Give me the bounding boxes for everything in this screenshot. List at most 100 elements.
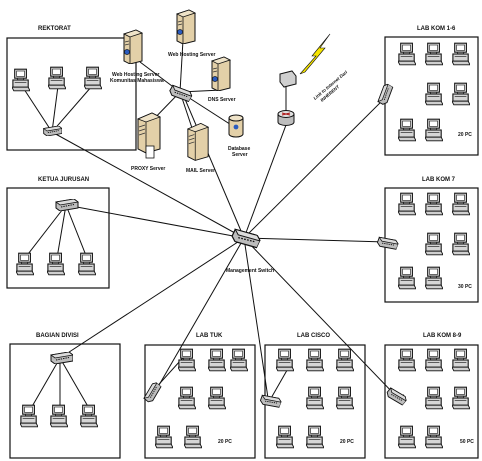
pc-icon bbox=[425, 118, 443, 142]
pc-icon bbox=[452, 348, 470, 372]
room-box-rektorat bbox=[6, 37, 137, 151]
pc-icon bbox=[84, 66, 102, 90]
server-icon-dns bbox=[211, 56, 231, 91]
link-lab-tuk bbox=[154, 237, 245, 393]
pc-icon bbox=[398, 118, 416, 142]
modem-icon bbox=[279, 70, 297, 88]
room-boxes bbox=[6, 36, 479, 459]
pc-icon bbox=[276, 348, 294, 372]
pc-icon bbox=[336, 386, 354, 410]
pc-icon bbox=[425, 386, 443, 410]
label-lab-cisco: LAB CISCO bbox=[297, 333, 330, 339]
label-web-hosting-komunitas-1: Web Hosting Server bbox=[112, 72, 159, 78]
pc-icon bbox=[452, 386, 470, 410]
pc-icon bbox=[16, 252, 34, 276]
pc-icon bbox=[276, 425, 294, 449]
pc-icon bbox=[306, 348, 324, 372]
pc-icon bbox=[425, 82, 443, 106]
link-lab-kom-1-6 bbox=[243, 97, 386, 239]
pc-icon bbox=[425, 232, 443, 256]
pc-icon bbox=[178, 386, 196, 410]
link-lab-cisco bbox=[243, 237, 269, 399]
switch-lab-kom-7 bbox=[375, 234, 400, 253]
switch-lab-cisco bbox=[258, 392, 283, 411]
room-labels: REKTORAT KETUA JURUSAN BAGIAN DIVISI LAB… bbox=[36, 26, 474, 445]
pc-icon bbox=[452, 42, 470, 66]
link-lab-kom-7 bbox=[243, 237, 389, 243]
pc-icon bbox=[48, 66, 66, 90]
workstations bbox=[12, 42, 470, 449]
room-box-bagian-divisi bbox=[9, 343, 121, 459]
pc-icon bbox=[425, 425, 443, 449]
management-switch-label: Management Switch bbox=[226, 268, 274, 274]
pc-icon bbox=[184, 425, 202, 449]
label-lab-kom-1-6: LAB KOM 1-6 bbox=[417, 26, 456, 32]
pc-count-lab-tuk: 20 PC bbox=[218, 439, 232, 445]
pc-icon bbox=[78, 252, 96, 276]
pc-icon bbox=[47, 252, 65, 276]
label-lab-tuk: LAB TUK bbox=[196, 333, 223, 339]
internet-uplink: Link to Internet Dari INHERENT bbox=[277, 33, 349, 126]
label-bagian-divisi: BAGIAN DIVISI bbox=[36, 333, 79, 339]
pc-count-lab-kom-1-6: 20 PC bbox=[458, 132, 472, 138]
room-box-lab-tuk bbox=[144, 344, 256, 459]
pc-icon bbox=[398, 42, 416, 66]
pc-icon bbox=[178, 348, 196, 372]
pc-icon bbox=[452, 232, 470, 256]
pc-icon bbox=[155, 425, 173, 449]
server-icon-web-hosting-komunitas bbox=[123, 29, 143, 64]
switch-ketua-jurusan bbox=[55, 199, 79, 211]
router-icon bbox=[277, 110, 295, 126]
pc-icon bbox=[452, 82, 470, 106]
pc-icon bbox=[230, 348, 248, 372]
label-database-2: Server bbox=[232, 152, 248, 158]
pc-icon bbox=[425, 42, 443, 66]
pc-icon bbox=[452, 192, 470, 216]
pc-icon bbox=[398, 192, 416, 216]
label-lab-kom-8-9: LAB KOM 8-9 bbox=[423, 333, 462, 339]
label-lab-kom-7: LAB KOM 7 bbox=[422, 177, 456, 183]
label-proxy: PROXY Server bbox=[131, 166, 165, 172]
switch-rektorat bbox=[43, 126, 62, 136]
pc-count-lab-kom-8-9: 50 PC bbox=[460, 439, 474, 445]
room-box-lab-kom-8-9 bbox=[384, 344, 479, 459]
pc-icon bbox=[398, 348, 416, 372]
label-web-hosting-komunitas-2: Komunitas Mahasiswa bbox=[110, 78, 164, 84]
pc-icon bbox=[425, 266, 443, 290]
server-icon-web-hosting bbox=[176, 9, 196, 44]
pc-icon bbox=[20, 404, 38, 428]
servers bbox=[123, 9, 244, 161]
pc-count-lab-kom-7: 30 PC bbox=[458, 284, 472, 290]
pc-icon bbox=[12, 68, 30, 92]
label-dns: DNS Server bbox=[208, 97, 236, 103]
pc-icon bbox=[306, 386, 324, 410]
room-box-ketua-jurusan bbox=[6, 187, 110, 289]
link-ketua-jurusan bbox=[65, 204, 245, 239]
switches bbox=[43, 81, 409, 411]
label-rektorat: REKTORAT bbox=[38, 26, 71, 32]
link-router bbox=[243, 124, 287, 239]
pc-icon bbox=[306, 425, 324, 449]
pc-icon bbox=[80, 404, 98, 428]
link-bagian-divisi bbox=[59, 237, 245, 359]
pc-icon bbox=[336, 348, 354, 372]
pc-icon bbox=[208, 386, 226, 410]
database-icon bbox=[228, 114, 244, 138]
lightning-icon bbox=[299, 33, 331, 75]
server-icon-mail bbox=[187, 122, 209, 161]
switch-server-farm bbox=[167, 82, 194, 105]
label-ketua-jurusan: KETUA JURUSAN bbox=[38, 177, 89, 183]
label-web-hosting: Web Hosting Server bbox=[168, 52, 215, 58]
label-database-1: Database bbox=[228, 146, 250, 152]
pc-icon bbox=[398, 425, 416, 449]
pc-icon bbox=[208, 348, 226, 372]
pc-icon bbox=[50, 404, 68, 428]
pc-icon bbox=[425, 192, 443, 216]
link-server-switch bbox=[181, 91, 245, 239]
management-switch bbox=[229, 225, 262, 252]
label-mail: MAIL Server bbox=[186, 168, 215, 174]
switch-lab-kom-1-6 bbox=[374, 81, 397, 107]
server-labels: Web Hosting Server Komunitas Mahasiswa W… bbox=[110, 52, 250, 174]
pc-icon bbox=[425, 348, 443, 372]
